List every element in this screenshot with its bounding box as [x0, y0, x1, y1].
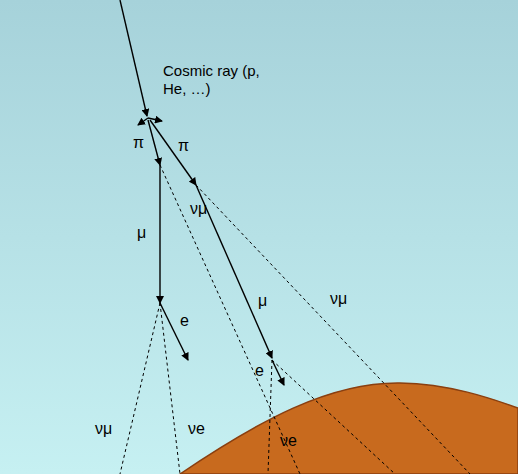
cosmic-ray-label: Cosmic ray (p, He, …) — [163, 62, 263, 98]
pion-label: π — [133, 134, 144, 152]
neutrino-track — [272, 360, 395, 474]
earth-hill — [180, 383, 518, 474]
pion-label: π — [178, 137, 189, 155]
electron-label: e — [180, 312, 189, 330]
neutrino-track — [268, 360, 272, 474]
pion-track — [150, 120, 196, 185]
electron-label: e — [255, 362, 264, 380]
neutrino-label: νe — [188, 420, 205, 438]
muon-label: μ — [137, 224, 146, 242]
neutrino-label: νμ — [330, 290, 347, 308]
fragment-track — [138, 118, 148, 125]
cosmic-track — [120, 0, 147, 116]
neutrino-tracks — [120, 165, 470, 474]
electron-track — [160, 303, 188, 360]
muon-track — [159, 165, 160, 303]
neutrino-track — [120, 303, 160, 474]
muon-label: μ — [258, 292, 267, 310]
neutrino-label: νμ — [190, 200, 207, 218]
neutrino-label: νe — [280, 432, 297, 450]
neutrino-track — [160, 303, 180, 474]
neutrino-track — [196, 185, 470, 474]
electron-track — [272, 360, 284, 385]
muon-track — [196, 185, 272, 358]
neutrino-label: νμ — [95, 420, 112, 438]
neutrino-track — [160, 165, 300, 474]
particle-tracks — [120, 0, 284, 385]
